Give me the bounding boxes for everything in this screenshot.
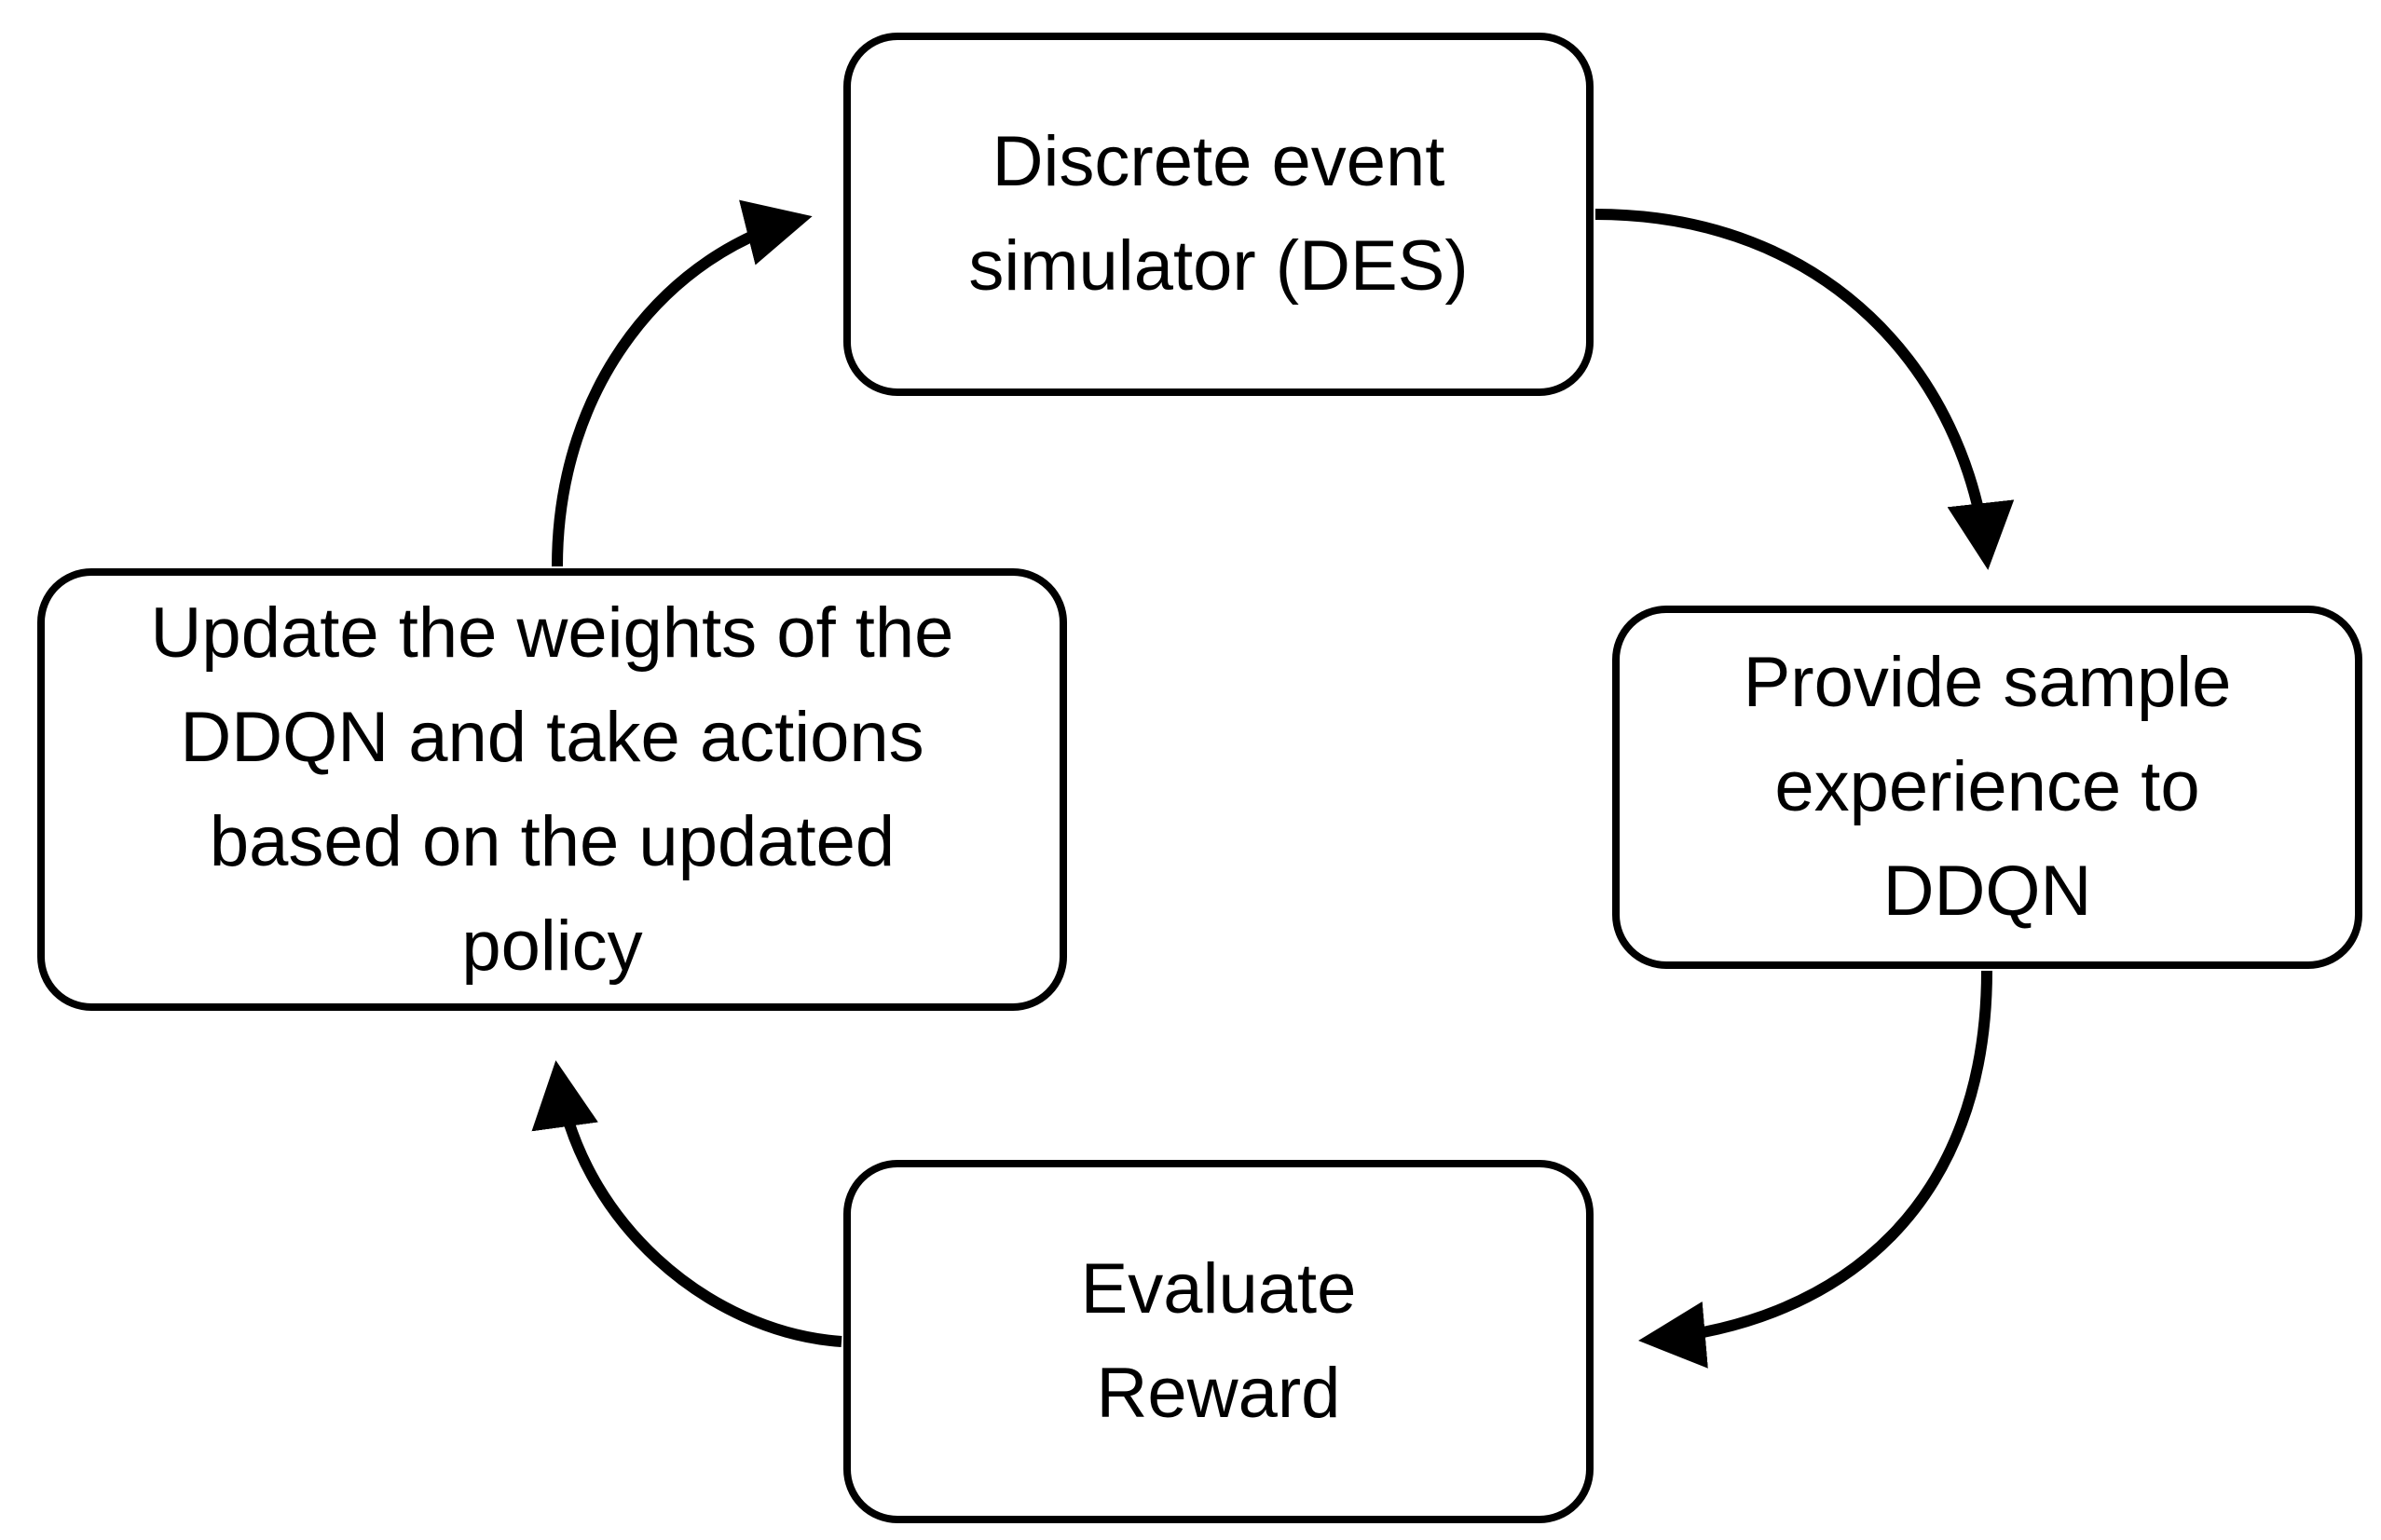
node-update-weights: Update the weights of the DDQN and take … — [37, 568, 1067, 1011]
node-label: Discrete event simulator (DES) — [968, 122, 1469, 306]
node-label: Provide sample experience to DDQN — [1743, 643, 2232, 931]
arrow-update-to-des — [552, 199, 813, 567]
arrow-evaluate-to-update — [531, 1060, 842, 1347]
arrow-provide-to-evaluate — [1638, 970, 1992, 1369]
node-discrete-event-simulator: Discrete event simulator (DES) — [843, 33, 1594, 396]
node-label: Update the weights of the DDQN and take … — [150, 593, 954, 986]
arrow-des-to-provide — [1594, 209, 2015, 570]
node-evaluate-reward: Evaluate Reward — [843, 1160, 1594, 1523]
node-provide-sample-experience: Provide sample experience to DDQN — [1612, 606, 2362, 969]
node-label: Evaluate Reward — [1080, 1249, 1357, 1433]
